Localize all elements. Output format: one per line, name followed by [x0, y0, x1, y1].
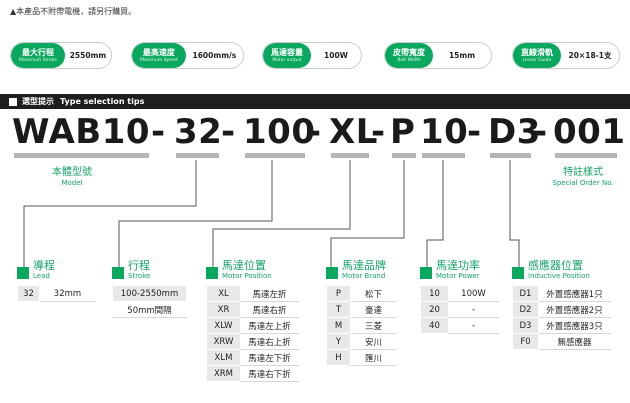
underline-lead	[176, 153, 219, 158]
table-row: 100-2550mm	[112, 285, 187, 302]
table-row: 20-	[420, 301, 499, 318]
spec-value: 20×18-1支	[568, 51, 612, 60]
code-dash: -	[371, 112, 386, 152]
label-model: 本體型號 Model	[52, 167, 92, 187]
square-icon	[206, 267, 218, 279]
code-dash: -	[533, 112, 548, 152]
code-stroke: 100	[243, 112, 316, 152]
underline-special-order	[555, 153, 617, 158]
code-dash: -	[221, 112, 236, 152]
square-icon	[326, 267, 338, 279]
underline-model	[14, 153, 149, 158]
underline-motor-brand	[392, 153, 416, 158]
stroke-table: 100-2550mm 50mm間隔	[112, 285, 187, 318]
square-icon	[17, 267, 29, 279]
square-icon	[420, 267, 432, 279]
code-motor-brand: P	[390, 112, 416, 152]
spec-value: 100W	[324, 51, 348, 60]
lead-table: 32 32mm	[17, 285, 96, 302]
section-stroke: 行程 Stroke 100-2550mm 50mm間隔	[112, 259, 187, 318]
banner-subtitle: Type selection tips	[60, 97, 145, 106]
table-row: 32 32mm	[17, 285, 96, 302]
connector-sensor-position	[509, 160, 520, 270]
spec-value: 2550mm	[69, 51, 107, 60]
code-sensor-position: D3	[488, 112, 541, 152]
underline-stroke	[245, 153, 305, 158]
underline-sensor-position	[490, 153, 531, 158]
label-special-order: 特註樣式 Special Order No.	[552, 167, 614, 187]
code-dash: -	[467, 112, 482, 152]
connector-lead	[23, 160, 197, 270]
square-icon	[512, 267, 524, 279]
code-dash: -	[307, 112, 322, 152]
spec-value: 15mm	[448, 51, 476, 60]
connector-stroke	[118, 160, 273, 270]
code-model: WAB10	[12, 112, 151, 152]
code-motor-position: XL	[329, 112, 378, 152]
spec-value: 1600mm/s	[192, 51, 237, 60]
square-icon	[112, 267, 124, 279]
code-motor-power: 10	[420, 112, 469, 152]
banner-title: 選型提示	[22, 97, 54, 106]
underline-motor-power	[422, 153, 465, 158]
connector-motor-power	[426, 160, 444, 270]
section-lead: 導程 Lead 32 32mm	[17, 259, 96, 302]
section-banner: 選型提示 Type selection tips	[0, 94, 630, 109]
disclaimer-note: ▲本產品不附帶電機，請另行購買。	[10, 7, 137, 16]
connector-motor-brand	[330, 160, 405, 270]
table-row: 50mm間隔	[112, 301, 187, 318]
code-dash: -	[151, 112, 166, 152]
code-lead: 32	[174, 112, 223, 152]
banner-square-icon	[9, 97, 17, 106]
underline-motor-position	[331, 153, 369, 158]
table-row: 40-	[420, 317, 499, 334]
connector-motor-position	[212, 160, 351, 270]
code-special-order: 001	[553, 112, 626, 152]
